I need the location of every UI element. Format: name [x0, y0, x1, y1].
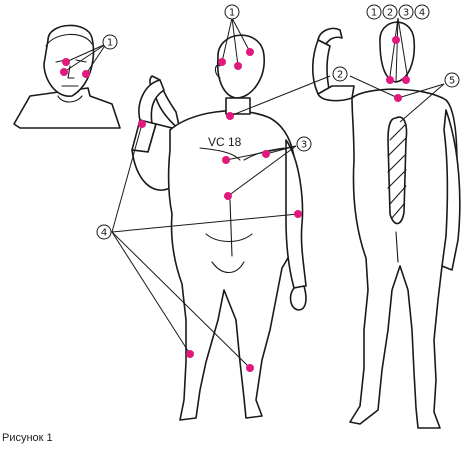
marker-2: 2	[333, 67, 347, 81]
point-back-shoulder	[394, 94, 402, 102]
marker-top-4: 4	[415, 5, 429, 19]
marker-top-3: 3	[399, 5, 413, 19]
point-closeup-left	[60, 68, 68, 76]
point-forearm	[294, 210, 302, 218]
point-wrist	[138, 120, 146, 128]
marker-1-front: 1	[225, 5, 239, 19]
marker-3: 3	[297, 137, 311, 151]
svg-text:4: 4	[101, 228, 107, 239]
point-closeup-forehead	[62, 58, 70, 66]
marker-1-closeup: 1	[103, 35, 117, 49]
svg-text:5: 5	[449, 76, 455, 87]
svg-text:2: 2	[337, 70, 343, 81]
point-front-temple-left	[218, 58, 226, 66]
svg-text:3: 3	[301, 140, 307, 151]
back-figure	[313, 22, 460, 428]
point-abdomen	[224, 192, 232, 200]
point-back-neck-right	[402, 76, 410, 84]
svg-text:1: 1	[371, 8, 377, 19]
svg-text:4: 4	[419, 8, 425, 19]
point-front-temple-right	[234, 62, 242, 70]
point-back-head	[392, 36, 400, 44]
point-chest-side	[262, 150, 270, 158]
point-front-ear	[246, 48, 254, 56]
marker-top-2: 2	[383, 5, 397, 19]
marker-5: 5	[445, 73, 459, 87]
svg-text:1: 1	[107, 38, 113, 49]
point-back-neck-left	[386, 76, 394, 84]
point-closeup-right	[82, 70, 90, 78]
point-knee-right	[246, 364, 254, 372]
marker-top-1: 1	[367, 5, 381, 19]
figure-caption: Рисунок 1	[2, 432, 53, 444]
point-front-neck	[226, 112, 234, 120]
svg-text:3: 3	[403, 8, 409, 19]
svg-text:2: 2	[387, 8, 393, 19]
point-vc18	[222, 156, 230, 164]
point-knee-left	[186, 350, 194, 358]
marker-4: 4	[97, 225, 111, 239]
vc18-label: VC 18	[208, 135, 242, 149]
svg-text:1: 1	[229, 8, 235, 19]
